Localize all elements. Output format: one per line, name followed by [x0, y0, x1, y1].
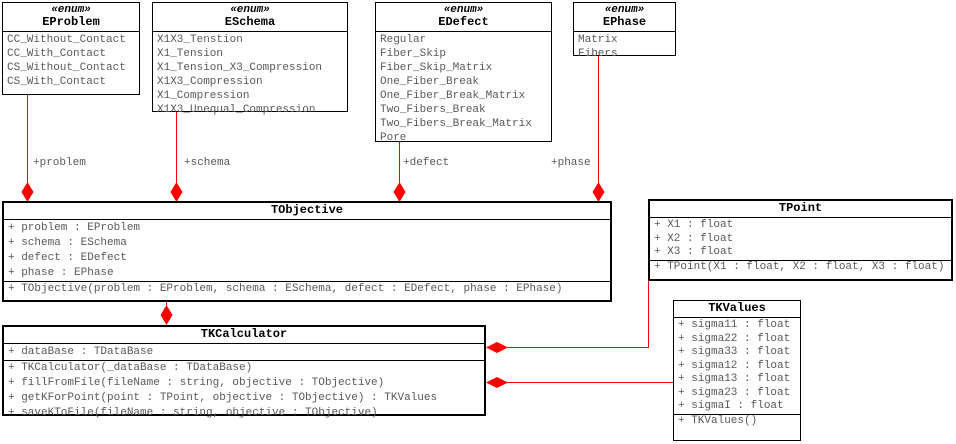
attribute-row: + phase : EPhase [8, 267, 114, 279]
attribute-row: + sigmaI : float [678, 400, 784, 412]
composition-diamond-phase [592, 182, 605, 202]
class-box-eproblem: «enum» EProblem CC_Without_Contact CC_Wi… [2, 2, 140, 95]
operation-row: + TKCalculator(_dataBase : TDataBase) [8, 362, 253, 374]
attribute-row: + X2 : float [654, 232, 734, 245]
class-title-tobjective: TObjective [270, 203, 343, 217]
attribute-row: + sigma11 : float [678, 319, 791, 331]
enum-item: Matrix [578, 34, 618, 46]
attribute-row: + X1 : float [654, 219, 734, 231]
class-header-eproblem: «enum» EProblem [3, 3, 139, 32]
association-label-phase: +phase [551, 157, 591, 169]
attributes-tpoint: + X1 : float + X2 : float + X3 : float [650, 218, 951, 260]
class-box-tpoint: TPoint + X1 : float + X2 : float + X3 : … [648, 199, 953, 281]
class-title-edefect: EDefect [438, 15, 489, 29]
enum-item: X1X3_Tenstion [157, 34, 243, 46]
enum-items-edefect: Regular Fiber_Skip Fiber_Skip_Matrix One… [376, 32, 551, 145]
enum-item: CS_Without_Contact [7, 62, 126, 74]
attribute-row: + defect : EDefect [8, 252, 127, 264]
enum-items-ephase: Matrix Fibers [574, 32, 675, 61]
attributes-tobjective: + problem : EProblem + schema : ESchema … [4, 220, 610, 281]
attribute-row: + sigma23 : float [678, 386, 791, 399]
attribute-row: + dataBase : TDataBase [8, 346, 154, 358]
stereotype-label: «enum» [443, 4, 484, 16]
enum-item: Regular [380, 34, 427, 46]
association-label-problem: +problem [33, 157, 86, 169]
enum-item: X1X3_Unequal_Compression [157, 104, 316, 116]
association-label-defect: +defect [403, 157, 450, 169]
attribute-row: + problem : EProblem [8, 222, 141, 234]
composition-diamond-defect [393, 182, 406, 202]
enum-item: Two_Fibers_Break_Matrix [380, 118, 532, 130]
enum-item: CC_Without_Contact [7, 34, 126, 46]
enum-item: X1_Compression [157, 90, 250, 102]
class-box-ephase: «enum» EPhase Matrix Fibers [573, 2, 676, 60]
class-header-tkvalues: TKValues [674, 301, 800, 318]
class-box-tkcalculator: TKCalculator + dataBase : TDataBase + TK… [2, 325, 486, 419]
class-header-edefect: «enum» EDefect [376, 3, 551, 32]
operation-row: + getKForPoint(point : TPoint, objective… [8, 392, 438, 404]
enum-items-eproblem: CC_Without_Contact CC_With_Contact CS_Wi… [3, 32, 139, 94]
operation-row: + TObjective(problem : EProblem, schema … [8, 283, 563, 295]
class-box-edefect: «enum» EDefect Regular Fiber_Skip Fiber_… [375, 2, 552, 145]
class-box-tkvalues: TKValues + sigma11 : float + sigma22 : f… [673, 300, 801, 441]
enum-item: One_Fiber_Break [380, 76, 480, 88]
operation-row: + TPoint(X1 : float, X2 : float, X3 : fl… [654, 260, 945, 273]
stereotype-label: «enum» [51, 4, 91, 16]
class-header-tobjective: TObjective [4, 203, 610, 220]
class-title-eproblem: EProblem [42, 15, 100, 29]
enum-item: Fiber_Skip [380, 48, 447, 60]
enum-item: Fibers [578, 48, 618, 60]
operations-tpoint: + TPoint(X1 : float, X2 : float, X3 : fl… [650, 259, 951, 280]
attribute-row: + X3 : float [654, 246, 734, 258]
attributes-tkvalues: + sigma11 : float + sigma22 : float + si… [674, 318, 800, 414]
operation-row: + fillFromFile(fileName : string, object… [8, 377, 385, 389]
operation-row: + saveKToFile(fileName : string, objecti… [8, 407, 378, 419]
class-title-ephase: EPhase [602, 15, 647, 29]
attribute-row: + sigma22 : float [678, 332, 791, 345]
composition-diamond-problem [21, 182, 34, 202]
attribute-row: + schema : ESchema [8, 237, 127, 249]
enum-item: Two_Fibers_Break [380, 104, 486, 116]
attribute-row: + sigma13 : float [678, 373, 791, 385]
class-box-tobjective: TObjective + problem : EProblem + schema… [2, 201, 612, 302]
attribute-row: + sigma33 : float [678, 346, 791, 358]
operations-tkcalculator: + TKCalculator(_dataBase : TDataBase) + … [4, 360, 484, 421]
class-header-tkcalculator: TKCalculator [4, 327, 484, 344]
enum-item: Fiber_Skip_Matrix [380, 62, 493, 74]
attribute-row: + sigma12 : float [678, 359, 791, 372]
composition-diamond-schema [170, 182, 183, 202]
enum-item: X1_Tension_X3_Compression [157, 62, 323, 74]
operations-tobjective: + TObjective(problem : EProblem, schema … [4, 281, 610, 300]
composition-diamond-tkvalues [486, 377, 508, 388]
enum-items-eschema: X1X3_Tenstion X1_Tension X1_Tension_X3_C… [153, 32, 347, 117]
composition-diamond-tobjective [160, 305, 173, 325]
stereotype-label: «enum» [604, 4, 645, 16]
class-title-tkcalculator: TKCalculator [200, 327, 288, 341]
enum-item: One_Fiber_Break_Matrix [380, 90, 526, 102]
class-header-eschema: «enum» ESchema [153, 3, 347, 32]
enum-item: X1X3_Compression [157, 76, 263, 88]
association-label-schema: +schema [184, 157, 231, 169]
enum-item: CS_With_Contact [7, 76, 107, 88]
class-title-eschema: ESchema [224, 15, 276, 29]
attributes-tkcalculator: + dataBase : TDataBase [4, 344, 484, 360]
operations-tkvalues: + TKValues() [674, 413, 800, 441]
class-title-tpoint: TPoint [778, 201, 823, 215]
composition-diamond-tpoint [486, 342, 508, 353]
class-header-tpoint: TPoint [650, 201, 951, 218]
class-box-eschema: «enum» ESchema X1X3_Tenstion X1_Tension … [152, 2, 348, 116]
enum-item: CC_With_Contact [7, 48, 107, 60]
enum-item: X1_Tension [157, 48, 224, 60]
class-title-tkvalues: TKValues [708, 301, 766, 315]
enum-item: Pore [380, 132, 407, 144]
stereotype-label: «enum» [230, 4, 270, 16]
class-header-ephase: «enum» EPhase [574, 3, 675, 32]
operation-row: + TKValues() [678, 414, 758, 427]
